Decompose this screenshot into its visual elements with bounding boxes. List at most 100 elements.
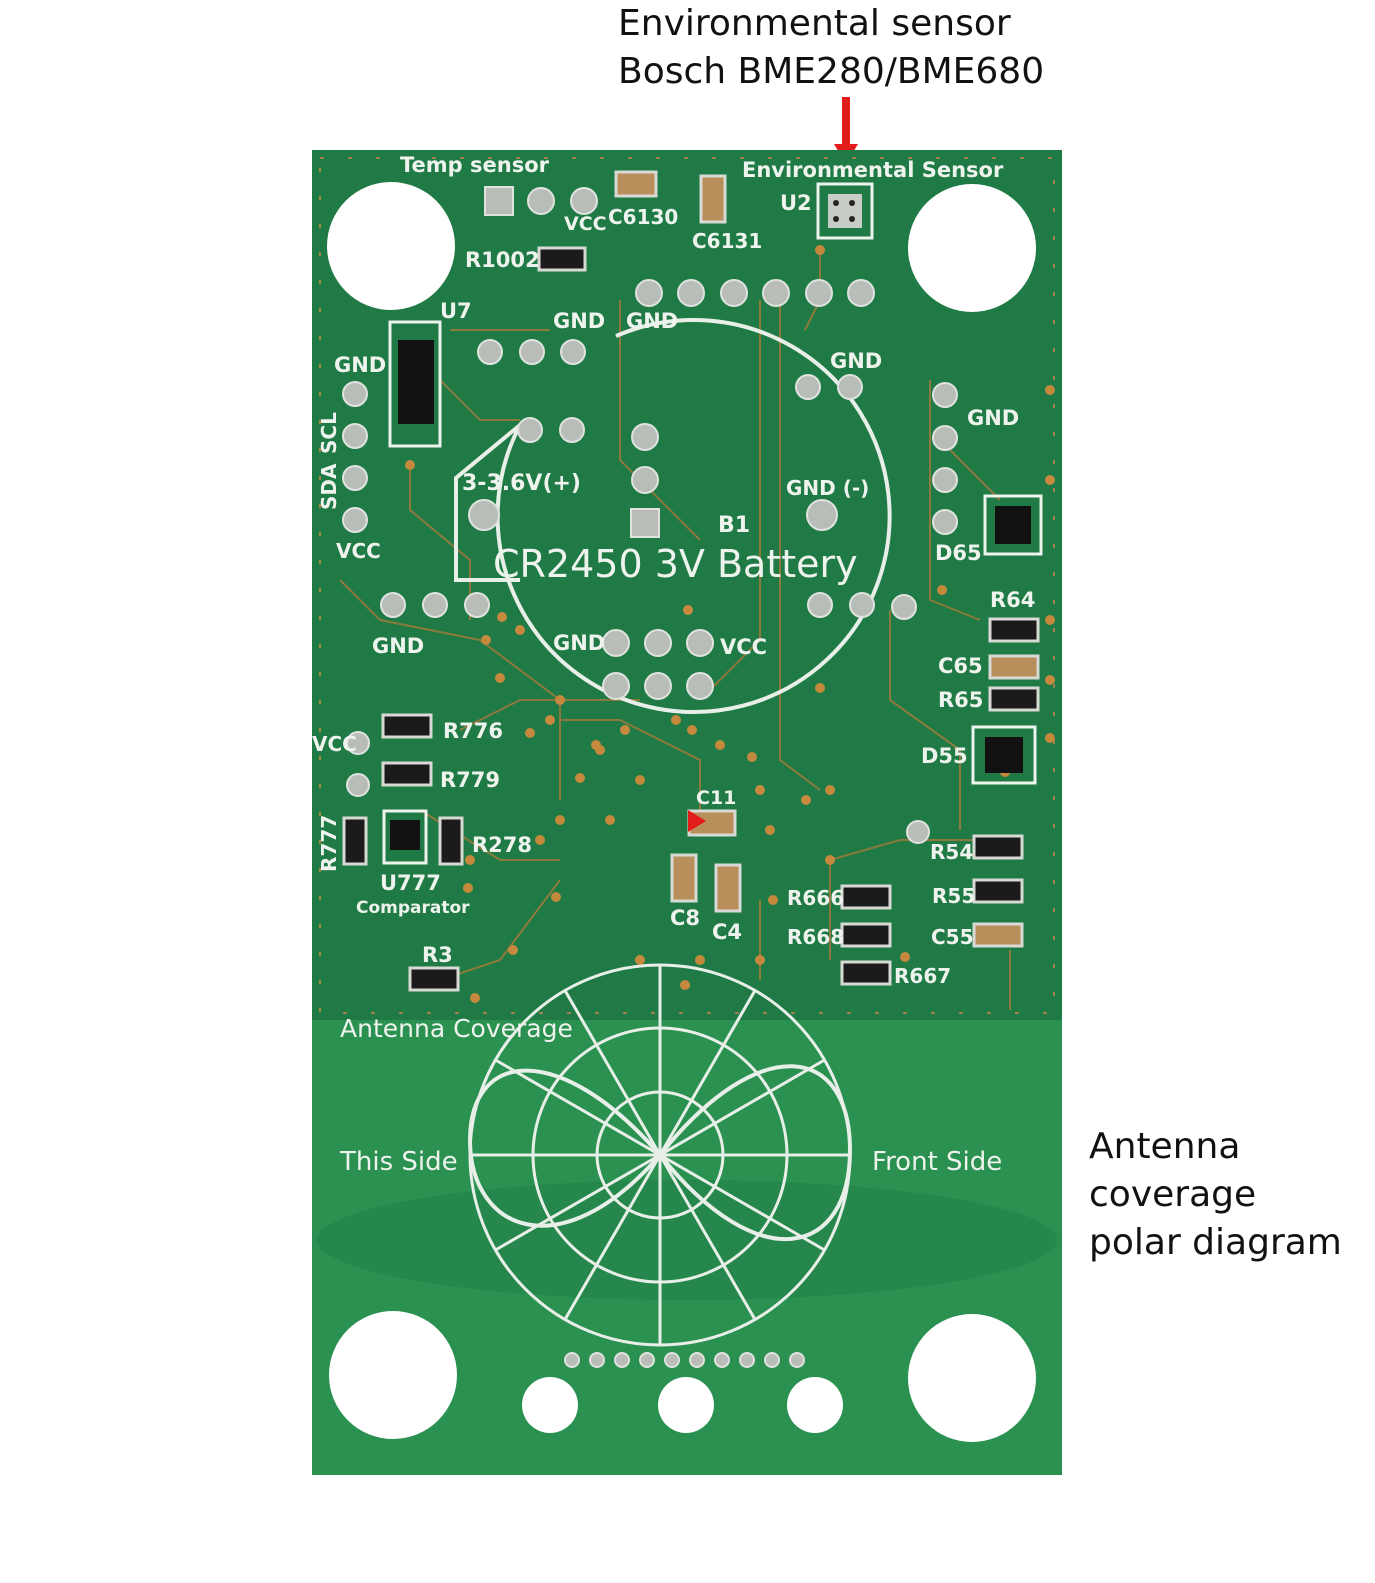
silk-battery: CR2450 3V Battery	[493, 542, 858, 586]
silk-r1002: R1002	[465, 248, 540, 272]
via-7	[555, 695, 565, 705]
via-3	[495, 673, 505, 683]
silk-c4: C4	[712, 920, 742, 944]
d65-outline	[983, 494, 1043, 556]
silk-this-side: This Side	[339, 1147, 458, 1177]
via-38	[515, 625, 525, 635]
silk-battery-minus: GND (-)	[786, 476, 869, 500]
r779-resistor	[381, 761, 433, 787]
mount-hole-top-right	[908, 184, 1036, 312]
silk-c8: C8	[670, 906, 700, 930]
via-22	[635, 955, 645, 965]
antenna-shadow	[317, 1180, 1057, 1300]
silk-temp-sensor: Temp sensor	[400, 153, 550, 177]
via-28	[900, 952, 910, 962]
silk-r64: R64	[990, 588, 1035, 612]
via-29	[825, 855, 835, 865]
silk-r3: R3	[422, 943, 453, 967]
d55-chip	[985, 737, 1023, 773]
via-35	[545, 715, 555, 725]
u777-outline	[382, 809, 428, 865]
silk-gnd-mid: GND	[553, 631, 605, 655]
silk-gnd-bottom: GND	[372, 634, 424, 658]
silk-sda: SDA	[317, 463, 341, 510]
via-5	[815, 683, 825, 693]
antenna-callout-line3: polar diagram	[1089, 1222, 1342, 1263]
r668-resistor	[840, 922, 892, 948]
silk-c55: C55	[931, 925, 974, 949]
c8-capacitor	[670, 853, 698, 903]
silk-gnd-c: GND	[830, 349, 882, 373]
u7-outline	[388, 320, 442, 448]
silk-gnd-b: GND	[626, 309, 678, 333]
silk-vcc-top: VCC	[564, 213, 607, 235]
silk-battery-plus: 3-3.6V(+)	[462, 471, 581, 496]
silk-u777: U777	[380, 871, 441, 895]
silk-c6131: C6131	[692, 229, 762, 253]
silk-r667: R667	[894, 964, 951, 988]
silk-r779: R779	[440, 768, 500, 792]
via-14	[755, 785, 765, 795]
via-18	[768, 895, 778, 905]
board-edge-vias	[319, 157, 1055, 1014]
mount-hole-top-left	[327, 182, 455, 310]
via-10	[635, 775, 645, 785]
u2-bme-sensor	[828, 194, 862, 228]
via-21	[680, 980, 690, 990]
silk-r776: R776	[443, 719, 503, 743]
mounting-holes	[327, 182, 1036, 1442]
smd-components	[342, 170, 1043, 992]
silk-r65: R65	[938, 688, 983, 712]
via-27	[470, 993, 480, 1003]
silk-vcc-left: VCC	[336, 539, 381, 563]
silk-r668: R668	[787, 925, 844, 949]
c4-capacitor	[714, 863, 742, 913]
silk-d65: D65	[935, 541, 982, 565]
via-23	[465, 855, 475, 865]
via-13	[605, 815, 615, 825]
c55-capacitor	[972, 922, 1024, 948]
silk-c6130: C6130	[608, 205, 678, 229]
c6130-capacitor	[614, 170, 658, 198]
u2-outline	[816, 182, 874, 240]
via-40	[497, 612, 507, 622]
r278-resistor	[438, 816, 464, 866]
silk-r55: R55	[932, 884, 975, 908]
via-36	[525, 728, 535, 738]
silk-gnd-d: GND	[967, 406, 1019, 430]
via-45	[1045, 385, 1055, 395]
silk-scl: SCL	[317, 412, 341, 454]
via-26	[508, 945, 518, 955]
env-sensor-callout-line2: Bosch BME280/BME680	[618, 51, 1045, 92]
via-2	[937, 585, 947, 595]
r65-resistor	[988, 686, 1040, 712]
env-sensor-callout-line1: Environmental sensor	[618, 3, 1011, 44]
via-17	[765, 825, 775, 835]
c65-capacitor	[988, 654, 1040, 680]
silk-env-sensor: Environmental Sensor	[742, 158, 1004, 182]
silk-comparator: Comparator	[356, 898, 470, 918]
antenna-polar-diagram	[467, 963, 853, 1347]
silk-d55: D55	[921, 744, 968, 768]
via-24	[463, 883, 473, 893]
via-11	[555, 815, 565, 825]
r55-resistor	[972, 878, 1024, 904]
silk-vcc-r: VCC	[312, 732, 357, 756]
u7-chip	[398, 340, 434, 424]
via-33	[747, 752, 757, 762]
r3-resistor	[408, 966, 460, 992]
small-hole-1	[522, 1377, 578, 1433]
silk-front-side: Front Side	[872, 1147, 1002, 1177]
antenna-callout: Antenna coverage polar diagram	[1089, 1123, 1342, 1267]
via-0	[405, 460, 415, 470]
silk-u2: U2	[780, 191, 812, 215]
via-34	[620, 725, 630, 735]
silk-r666: R666	[787, 886, 844, 910]
vias	[405, 245, 1055, 1003]
via-25	[551, 892, 561, 902]
r54-resistor	[972, 834, 1024, 860]
via-9	[575, 773, 585, 783]
via-42	[1045, 675, 1055, 685]
small-hole-3	[787, 1377, 843, 1433]
